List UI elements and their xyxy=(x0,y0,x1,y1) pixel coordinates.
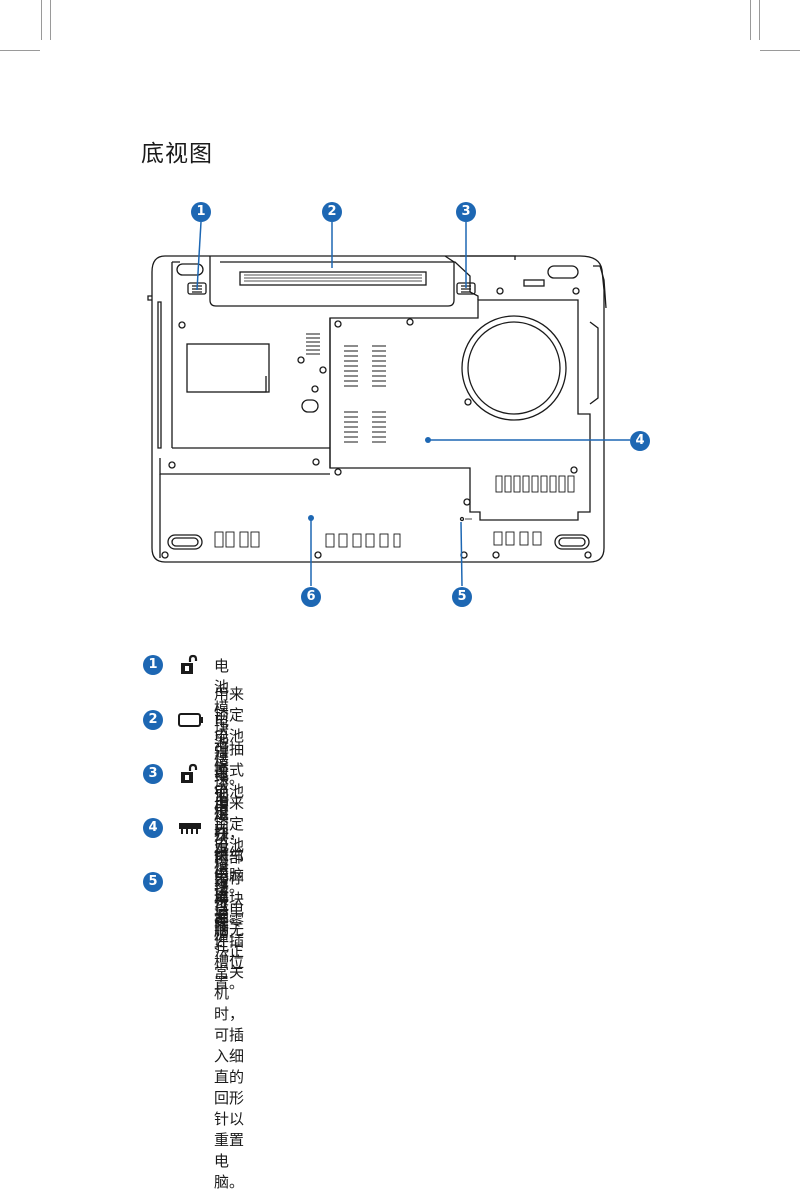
legend-title-2: 电池模块槽 xyxy=(214,712,230,814)
callout-1: 1 xyxy=(191,202,211,222)
crop-mark-tl-v xyxy=(41,0,42,40)
legend-num-5: 5 xyxy=(143,872,163,892)
unlock-icon xyxy=(181,654,198,674)
battery-icon xyxy=(178,713,203,727)
callout-5: 5 xyxy=(452,587,472,607)
crop-mark-tr-v2 xyxy=(759,0,760,40)
callout-4: 4 xyxy=(630,431,650,451)
legend-desc-3: 用来锁定电池模块。 xyxy=(214,794,245,896)
crop-mark-tr-v xyxy=(750,0,751,40)
crop-mark-tl-h xyxy=(0,50,40,51)
callout-6: 6 xyxy=(301,587,321,607)
callout-2: 2 xyxy=(322,202,342,222)
legend-num-4: 4 xyxy=(143,818,163,838)
page-title: 底视图 xyxy=(141,141,213,167)
memory-icon xyxy=(179,823,201,834)
crop-mark-tl-v2 xyxy=(50,0,51,40)
legend-desc-1: 用来锁定电池模块。 xyxy=(214,685,245,787)
legend-num-3: 3 xyxy=(143,764,163,784)
unlock-icon xyxy=(181,763,198,783)
legend-desc-5: 当电脑无法正常关机时，可插入细直的回形针以重置电脑。 xyxy=(214,900,245,1191)
laptop-bottom-diagram xyxy=(147,221,630,587)
legend-num-2: 2 xyxy=(143,710,163,730)
crop-mark-tr-h xyxy=(760,50,800,51)
legend-title-1: 电池模块弹簧锁定开关 xyxy=(214,657,230,864)
callout-3: 3 xyxy=(456,202,476,222)
legend-num-1: 1 xyxy=(143,655,163,675)
legend-desc-2: 可抽换式电池模块，供给电脑电源。 xyxy=(214,740,245,926)
